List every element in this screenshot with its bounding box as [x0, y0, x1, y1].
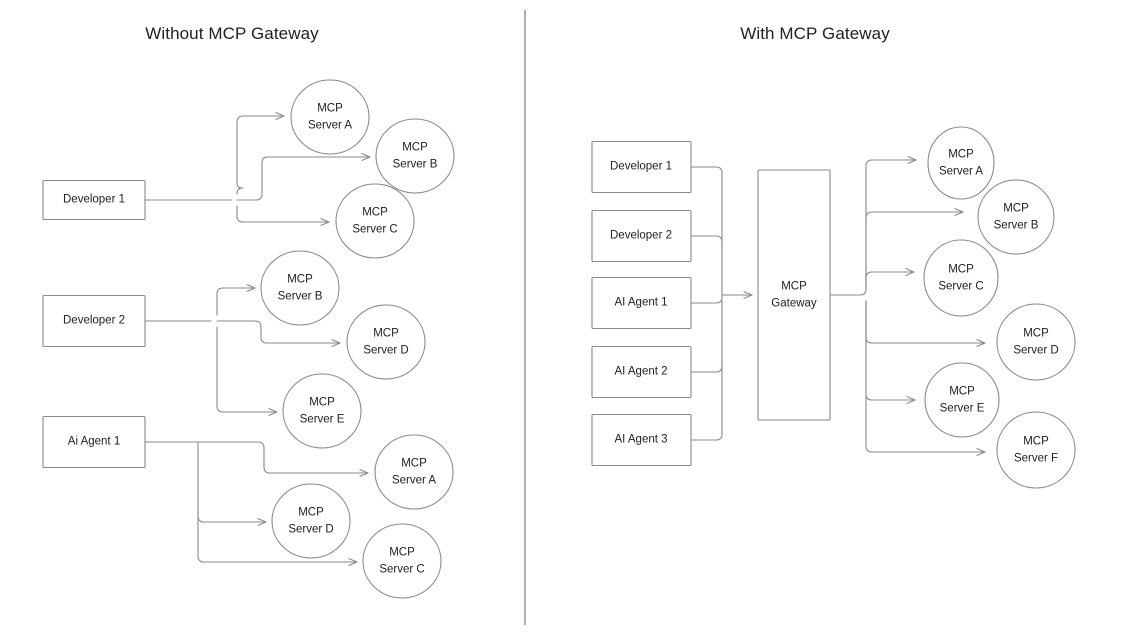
node-ellipse-server-d-2[interactable]	[271, 483, 351, 559]
edge-dev1-bus	[690, 166, 723, 290]
node-box-r-ai-agent-1[interactable]	[591, 276, 692, 330]
edge-dev1-serverC	[236, 205, 330, 226]
node-ellipse-server-d-1[interactable]	[346, 304, 426, 380]
node-ellipse-server-b-1[interactable]	[375, 118, 455, 194]
edge-gateway-serverA	[829, 156, 917, 296]
node-ellipse-r-server-b[interactable]	[977, 179, 1055, 255]
node-ellipse-r-server-e[interactable]	[924, 362, 1000, 438]
left-panel-nodes	[42, 79, 455, 599]
edge-dev2-serverD	[216, 320, 341, 347]
right-panel-edges	[690, 156, 986, 456]
edge-dev2-serverE	[216, 326, 278, 416]
node-ellipse-r-server-d[interactable]	[996, 303, 1076, 381]
node-ellipse-server-a-2[interactable]	[374, 434, 454, 510]
edge-gateway-serverC	[865, 268, 915, 290]
edge-agent1-serverD	[197, 441, 267, 526]
node-box-developer-1[interactable]	[42, 179, 146, 221]
node-box-r-ai-agent-3[interactable]	[591, 413, 692, 467]
node-ellipse-server-c-2[interactable]	[362, 523, 442, 599]
edge-dev2-serverB	[216, 284, 256, 316]
node-box-r-ai-agent-2[interactable]	[591, 345, 692, 399]
panel-title-with-gateway: With MCP Gateway	[740, 24, 890, 43]
node-ellipse-r-server-c[interactable]	[923, 239, 999, 317]
node-ellipse-server-a-1[interactable]	[290, 79, 370, 155]
node-ellipse-server-e-1[interactable]	[282, 373, 362, 449]
node-box-mcp-gateway[interactable]	[757, 169, 831, 421]
edge-dev1-serverB	[236, 153, 371, 201]
edge-agent1-serverA	[191, 441, 369, 477]
edge-agent1-serverC	[197, 447, 358, 566]
edge-agent1-bus	[690, 288, 723, 304]
node-ellipse-server-b-2[interactable]	[260, 250, 340, 326]
panel-title-without-gateway: Without MCP Gateway	[145, 24, 319, 43]
node-ellipse-server-c-1[interactable]	[335, 183, 415, 259]
node-box-r-developer-2[interactable]	[591, 209, 692, 263]
node-ellipse-r-server-f[interactable]	[996, 411, 1076, 489]
left-panel-edges	[144, 112, 371, 566]
edge-gateway-serverE	[865, 300, 916, 404]
edge-agent3-bus	[690, 300, 723, 441]
edge-agent2-bus	[690, 300, 723, 373]
edge-gateway-serverB	[865, 208, 964, 290]
node-box-developer-2[interactable]	[42, 294, 146, 348]
right-panel-nodes	[591, 126, 1076, 489]
node-box-ai-agent-1[interactable]	[42, 415, 146, 469]
edge-dev2-bus	[690, 235, 723, 290]
edge-dev1-serverA	[236, 112, 285, 195]
edge-gateway-serverF	[865, 300, 986, 456]
node-ellipse-r-server-a[interactable]	[927, 126, 995, 200]
node-box-r-developer-1[interactable]	[591, 140, 692, 194]
